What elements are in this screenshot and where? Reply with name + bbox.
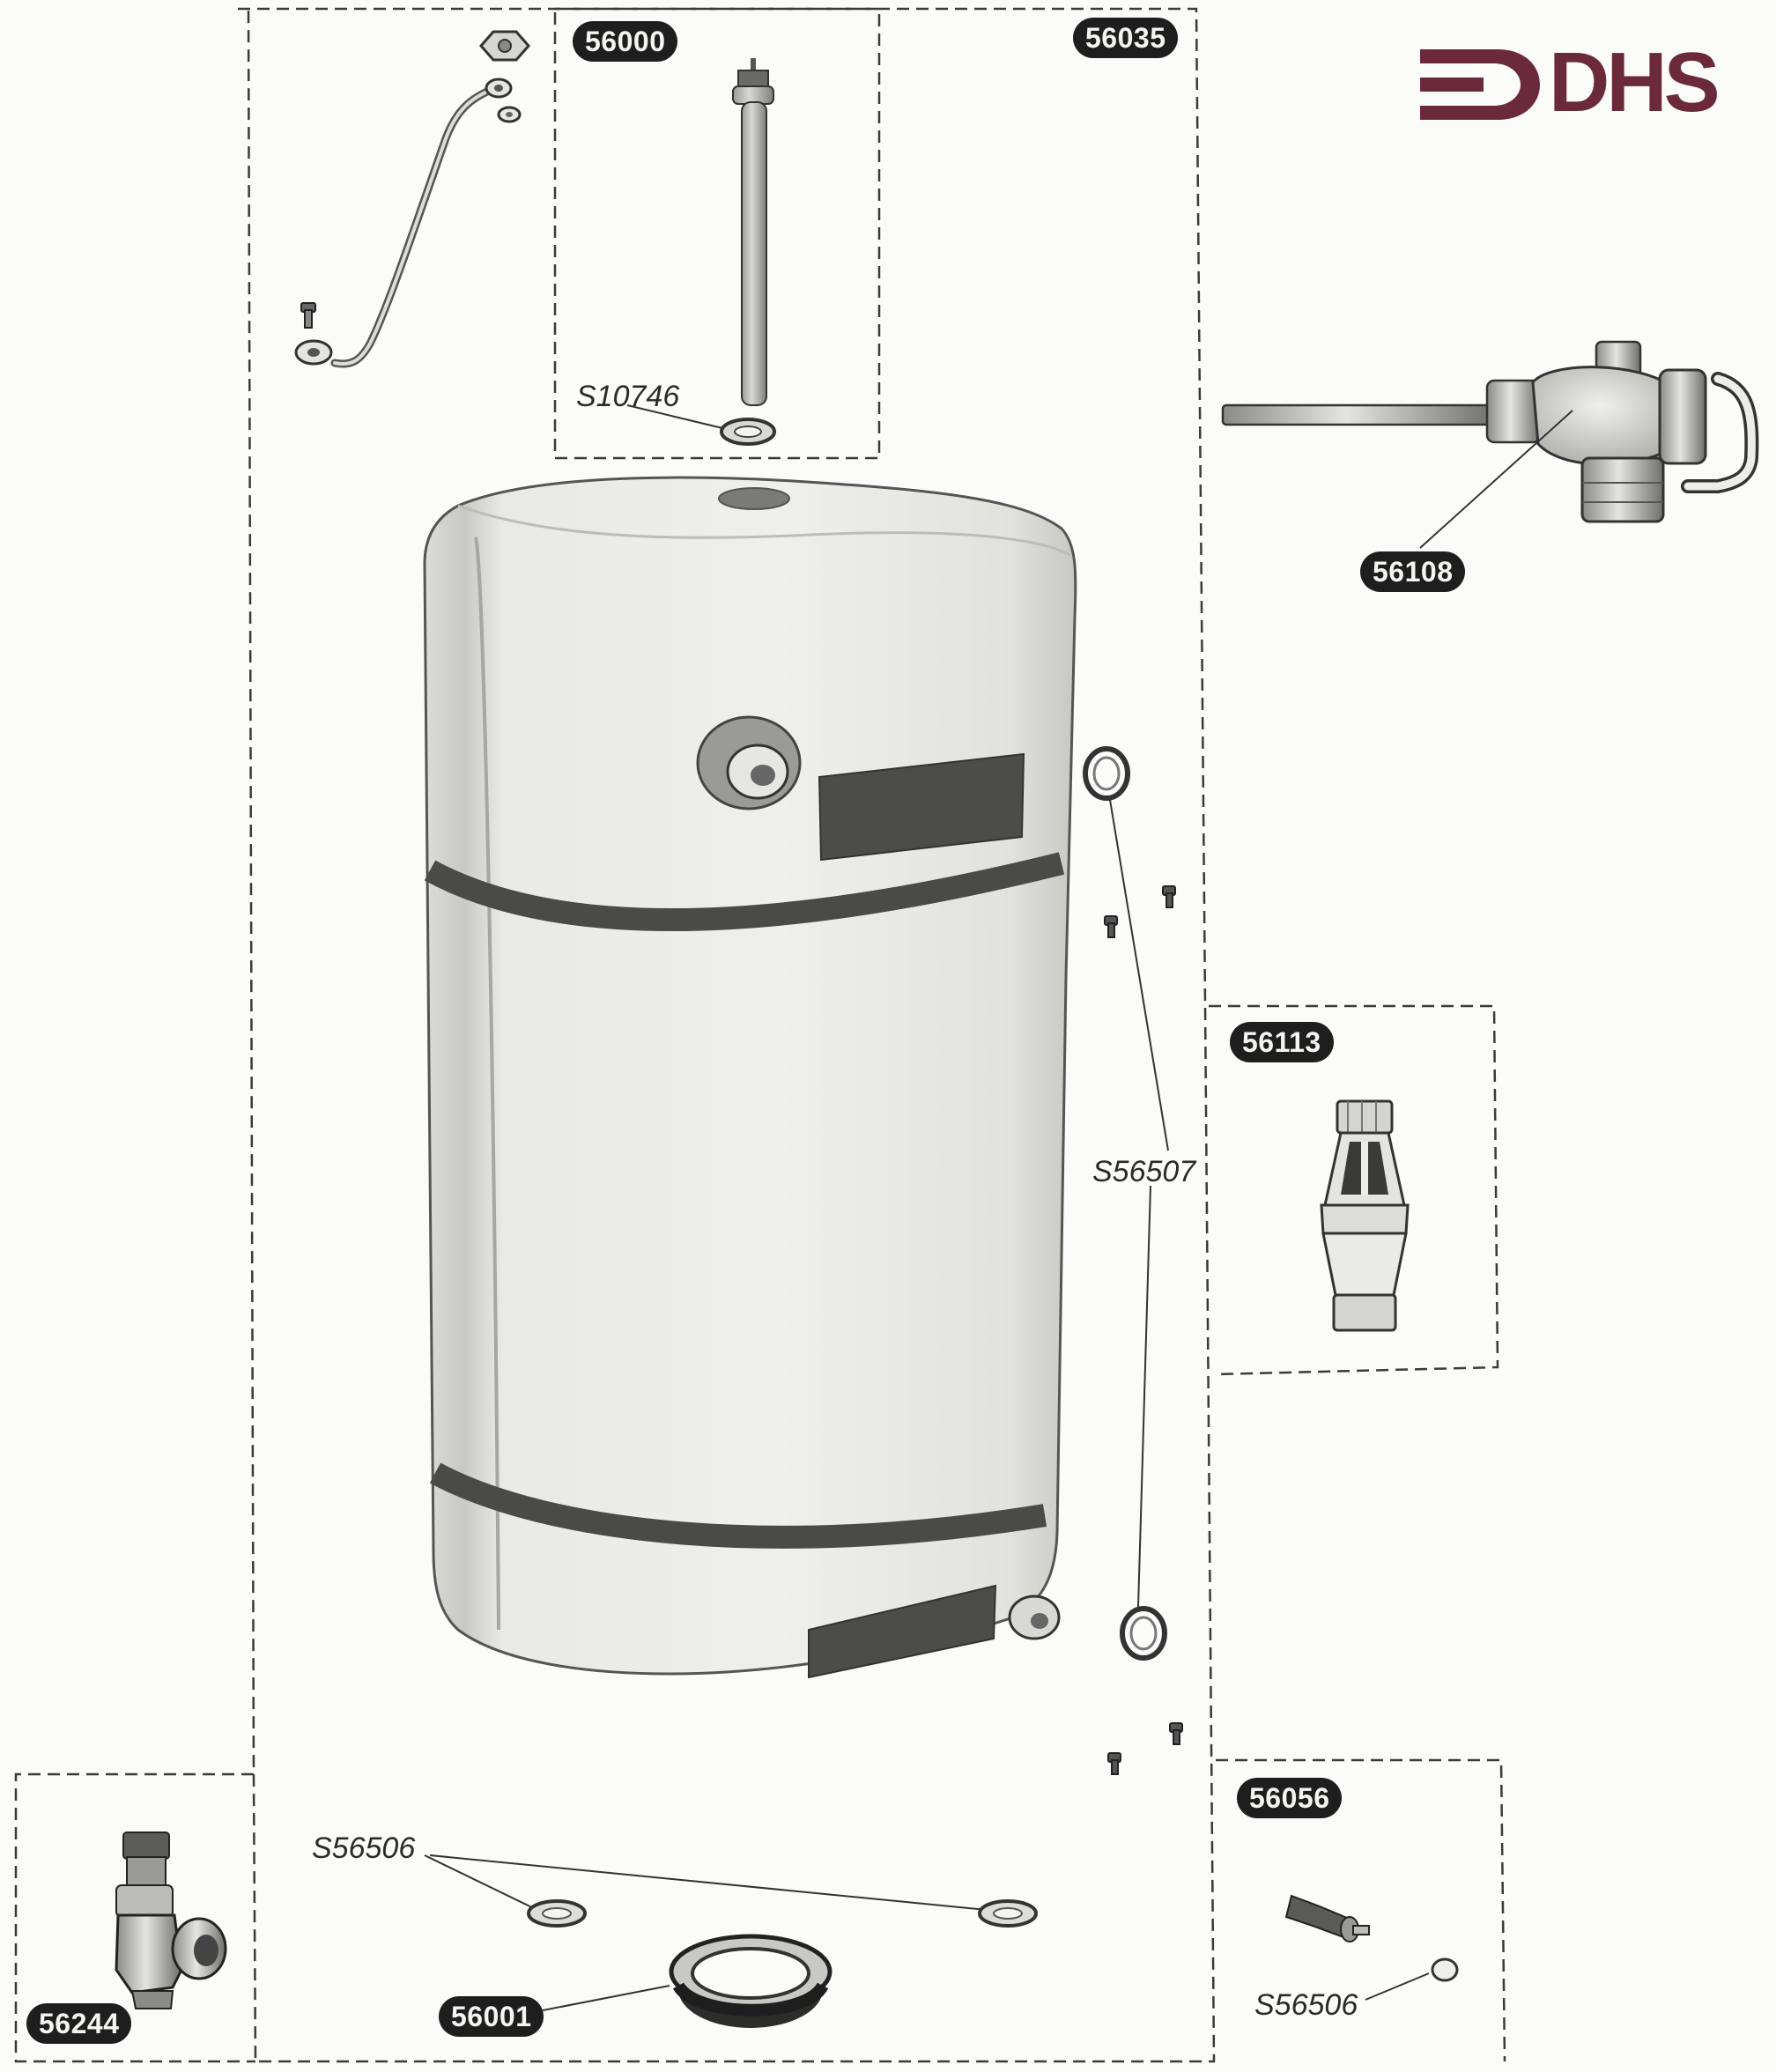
- part-tag-56035: 56035: [1073, 18, 1179, 58]
- part-tag-56113: 56113: [1230, 1022, 1334, 1062]
- temperature-relief-valve: [1221, 340, 1759, 523]
- small-washer-icon: [1431, 1957, 1459, 1982]
- leader-lines: [424, 799, 1430, 2011]
- earth-lead-assembly: [294, 30, 530, 368]
- part-tag-56000: 56000: [573, 21, 678, 62]
- ring-terminal-icon: [294, 78, 513, 366]
- dhs-logo: DHS: [1417, 35, 1760, 134]
- o-ring-icon: [1083, 746, 1167, 1661]
- box-56244-outline: [14, 1772, 255, 2063]
- part-label-s56506-small: S56506: [1254, 1988, 1358, 2022]
- sealing-washer-icon: [720, 418, 776, 446]
- screw-icon: [1104, 885, 1183, 1775]
- part-tag-56108: 56108: [1360, 551, 1466, 592]
- screw-icon: [300, 302, 316, 329]
- connector-part: [1320, 1099, 1410, 1332]
- dashed-outlines: [14, 7, 1506, 2063]
- box-56113-outline: [1209, 1004, 1499, 1376]
- dhs-logo-text: DHS: [1549, 35, 1720, 130]
- part-tag-56244: 56244: [26, 2003, 132, 2044]
- pressure-relief-valve: [115, 1832, 227, 2009]
- flat-washer-icon: [527, 1899, 1038, 1928]
- part-tag-56056: 56056: [1237, 1778, 1343, 1818]
- flange-ring-icon: [669, 1934, 832, 2028]
- anode-rod: [732, 58, 774, 406]
- part-label-s56507: S56507: [1092, 1155, 1196, 1188]
- part-label-s56506: S56506: [312, 1832, 416, 1865]
- washer-icon: [497, 106, 522, 123]
- part-tag-56001: 56001: [439, 1996, 544, 2037]
- box-56056-outline: [1216, 1758, 1506, 2062]
- hot-water-cylinder: [423, 476, 1077, 1679]
- main-assembly-outline: [238, 7, 1216, 2063]
- box-56000-outline: [553, 7, 881, 460]
- dhs-logo-mark-icon: [1420, 49, 1540, 120]
- part-label-s10746: S10746: [576, 380, 680, 413]
- hex-nut-icon: [479, 30, 530, 62]
- pocket-fitting-icon: [1284, 1894, 1370, 1942]
